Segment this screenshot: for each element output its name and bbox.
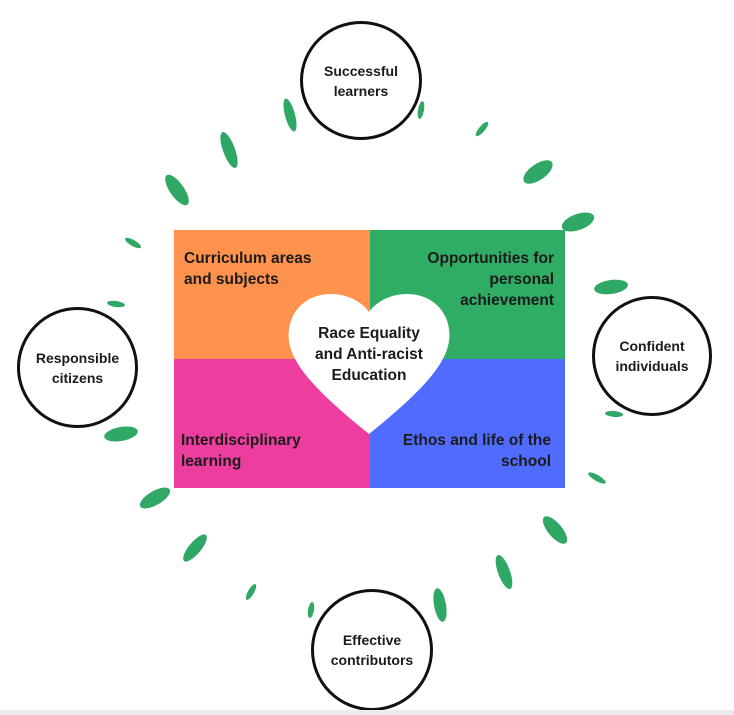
- outcome-label: Confident individuals: [615, 338, 689, 374]
- outcome-label: Successful learners: [324, 62, 398, 99]
- quadrant-label-top-left: Curriculum areas and subjects: [184, 250, 312, 288]
- outcome-label: Responsible citizens: [35, 349, 120, 386]
- leaf-icon: [433, 588, 447, 622]
- outcome-confident-individuals: Confident individuals: [592, 296, 712, 416]
- bottom-divider: [0, 710, 734, 715]
- outcome-responsible-citizens: Responsible citizens: [17, 307, 138, 428]
- leaf-icon: [165, 174, 189, 206]
- leaf-icon: [283, 98, 297, 132]
- leaf-icon: [475, 121, 489, 137]
- leaf-icon: [561, 212, 595, 232]
- leaf-icon: [183, 534, 207, 562]
- outcome-label: Effective contributors: [330, 632, 414, 668]
- leaf-icon: [605, 410, 623, 418]
- leaf-icon: [588, 472, 606, 484]
- outcome-successful-learners: Successful learners: [300, 21, 422, 140]
- quadrant-label-bottom-left: Interdisciplinary learning: [181, 432, 301, 470]
- leaf-icon: [307, 602, 315, 618]
- leaf-icon: [107, 300, 125, 308]
- center-label: Race Equality and Anti-racist Education: [315, 325, 423, 384]
- leaf-icon: [245, 584, 257, 600]
- quadrant-label-bottom-right: Ethos and life of the school: [402, 432, 551, 470]
- leaf-icon: [594, 279, 628, 295]
- leaf-icon: [495, 554, 513, 590]
- leaf-icon: [542, 516, 568, 544]
- leaf-icon: [104, 426, 138, 442]
- leaf-icon: [523, 160, 553, 184]
- quadrant-label-top-right: Opportunities for personal achievement: [427, 250, 554, 309]
- outcome-effective-contributors: Effective contributors: [311, 589, 433, 711]
- leaf-icon: [139, 487, 171, 509]
- leaf-icon: [417, 101, 425, 119]
- leaf-icon: [220, 132, 238, 168]
- leaf-icon: [125, 237, 141, 249]
